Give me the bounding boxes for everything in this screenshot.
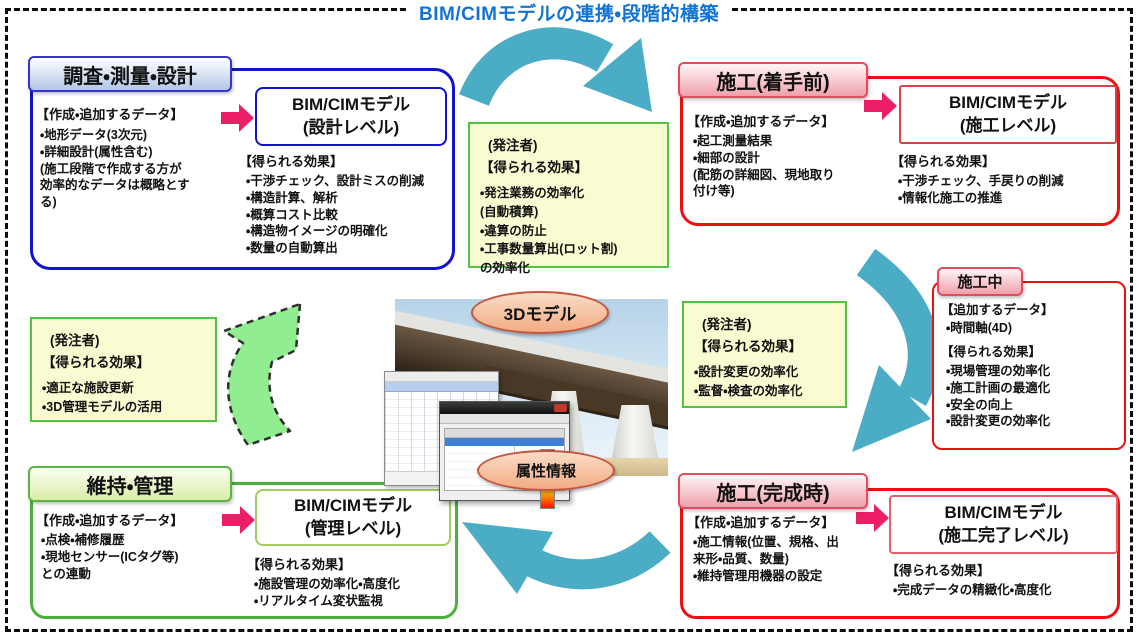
cycle-arrow-bottom-icon (462, 522, 671, 594)
survey-effect-items: ・干渉チェック、設計ミスの削減 ・構造計算、解析 ・概算コスト比較 ・構造物イメ… (246, 174, 425, 255)
feedback-arrow-icon (222, 302, 302, 447)
maintenance-data-label: 【作成・追加するデータ】 (36, 513, 184, 528)
maintenance-effect-label: 【得られる効果】 (247, 557, 352, 572)
owner-effect-items: ・発注業務の効率化 (自動積算) ・違算の防止 ・工事数量算出(ロット割) の効… (480, 186, 618, 275)
model-subtitle: (施工完了レベル) (938, 525, 1069, 545)
during-effect-label: 【得られる効果】 (941, 345, 1042, 359)
owner-effect-items: ・適正な施設更新 ・3D管理モデルの活用 (42, 381, 163, 414)
table-header-row (385, 382, 498, 392)
cons-before-effect-items: ・干渉チェック、手戻りの削減 ・情報化施工の推進 (898, 174, 1064, 205)
owner-effect-items: ・設計変更の効率化 ・監督・検査の効率化 (694, 365, 803, 398)
model-title: BIM/CIMモデル (948, 92, 1068, 112)
model-completion-level-box: BIM/CIMモデル (施工完了レベル) (889, 495, 1118, 554)
maintenance-effect-items: ・施設管理の効率化・高度化 ・リアルタイム変状監視 (254, 577, 401, 608)
maintenance-header: 維持・管理 (28, 466, 232, 502)
cycle-arrow-top-icon (459, 27, 652, 112)
table-header-row (445, 429, 564, 438)
construction-during-header: 施工中 (937, 267, 1023, 296)
construction-during-box (932, 281, 1126, 450)
model-subtitle: (設計レベル) (302, 117, 400, 137)
owner-top-box: (発注者) 【得られる効果】 ・発注業務の効率化 (自動積算) ・違算の防止 ・… (468, 122, 669, 275)
model-arrow-icon (222, 506, 255, 534)
completion-effect-items: ・完成データの精緻化・高度化 (893, 583, 1052, 597)
model-subtitle: (管理レベル) (304, 518, 402, 538)
model-arrow-icon (864, 92, 897, 120)
survey-data-items: ・地形データ(3次元) ・詳細設計(属性含む) (施工段階で作成する方が 効率的… (40, 128, 190, 209)
model-title: BIM/CIMモデル (291, 94, 411, 114)
completion-data-label: 【作成・追加するデータ】 (687, 515, 835, 530)
model-management-level-box: BIM/CIMモデル (管理レベル) (255, 489, 451, 546)
survey-design-header: 調査・測量・設計 (28, 56, 232, 92)
model-design-level-box: BIM/CIMモデル (設計レベル) (255, 87, 447, 146)
owner-right-box: (発注者) 【得られる効果】 ・設計変更の効率化 ・監督・検査の効率化 (682, 301, 847, 408)
completion-effect-label: 【得られる効果】 (886, 563, 991, 578)
owner-title: (発注者) (702, 317, 752, 332)
during-data-label: 【追加するデータ】 (941, 303, 1054, 317)
owner-effect-label: 【得られる効果】 (42, 355, 150, 370)
survey-effect-label: 【得られる効果】 (239, 154, 344, 169)
window-titlebar (385, 372, 498, 382)
model-construction-level-box: BIM/CIMモデル (施工レベル) (899, 85, 1117, 144)
attribute-info-oval-label: 属性情報 (477, 450, 615, 491)
model-title: BIM/CIMモデル (293, 495, 413, 515)
diagram-title: BIM/CIMモデルの連携・段階的構築 (407, 0, 731, 26)
during-data-items: ・時間軸(4D) (946, 321, 1013, 335)
model-arrow-icon (856, 504, 889, 532)
cons-before-data-label: 【作成・追加するデータ】 (687, 114, 835, 129)
owner-effect-label: 【得られる効果】 (694, 339, 802, 354)
window-titlebar (440, 402, 569, 414)
survey-data-label: 【作成・追加するデータ】 (36, 107, 184, 122)
selected-row (445, 438, 564, 446)
cycle-arrow-right-icon (852, 248, 940, 452)
construction-before-header: 施工(着手前) (678, 62, 868, 98)
close-icon (554, 404, 567, 412)
maintenance-data-items: ・点検・補修履歴 ・現地センサー(ICタグ等) との連動 (41, 533, 179, 581)
model-title: BIM/CIMモデル (944, 502, 1063, 522)
owner-title: (発注者) (488, 138, 538, 153)
model-subtitle: (施工レベル) (959, 115, 1057, 135)
construction-completion-header: 施工(完成時) (678, 473, 868, 509)
owner-title: (発注者) (50, 333, 100, 348)
cons-before-data-items: ・起工測量結果 ・細部の設計 (配筋の詳細図、現地取り 付け等) (693, 134, 835, 199)
owner-effect-label: 【得られる効果】 (480, 160, 588, 175)
completion-data-items: ・施工情報(位置、規格、出 来形・品質、数量) ・維持管理用機器の設定 (693, 535, 839, 583)
window-toolbar (440, 414, 569, 424)
cons-before-effect-label: 【得られる効果】 (891, 154, 996, 169)
model-3d-oval-label: 3Dモデル (471, 291, 609, 334)
owner-left-box: (発注者) 【得られる効果】 ・適正な施設更新 ・3D管理モデルの活用 (30, 317, 217, 422)
during-effect-items: ・現場管理の効率化 ・施工計画の最適化 ・安全の向上 ・設計変更の効率化 (946, 364, 1051, 429)
model-arrow-icon (221, 104, 254, 132)
